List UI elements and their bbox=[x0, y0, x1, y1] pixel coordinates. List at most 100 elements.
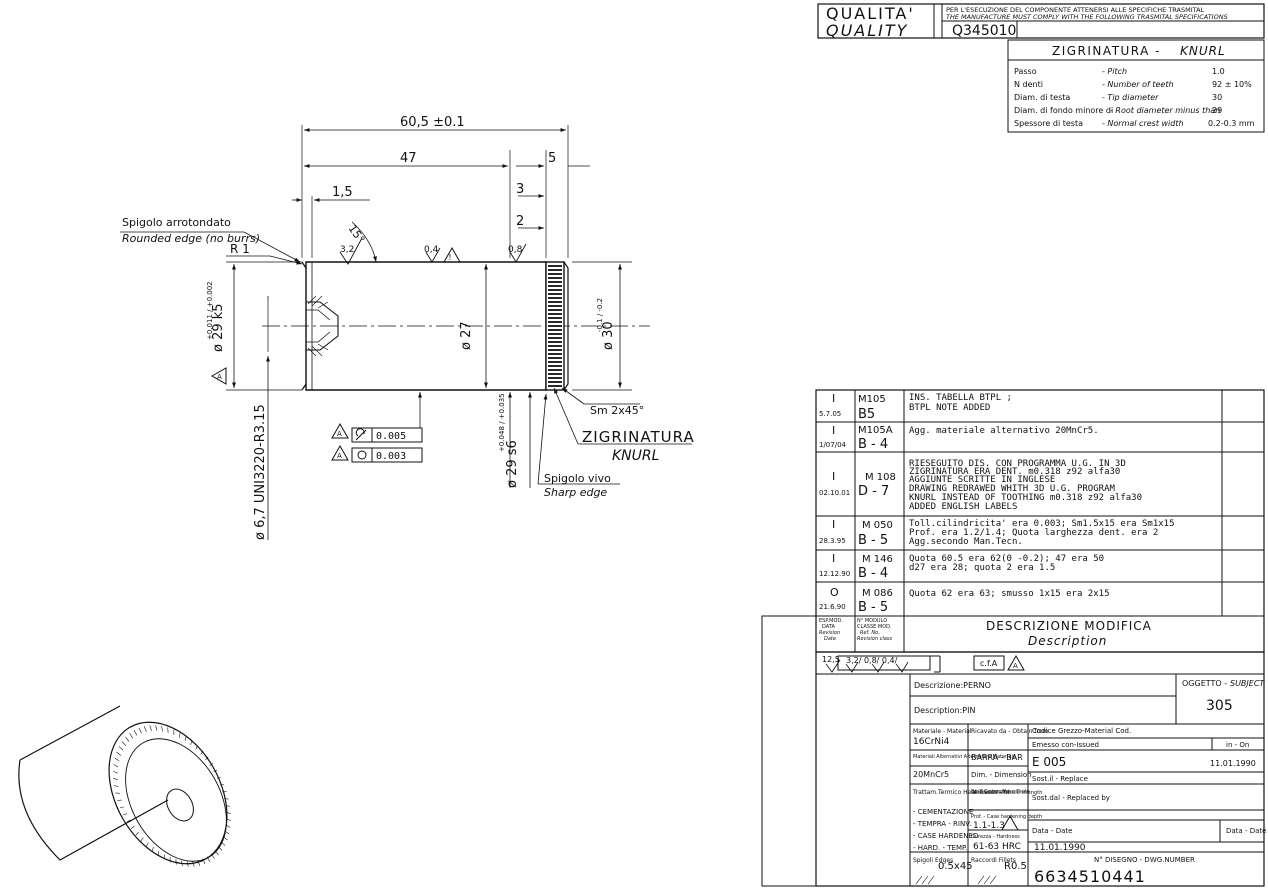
svg-text:in - On: in - On bbox=[1226, 741, 1249, 749]
dia-29-s6-tol: +0.048 / +0.035 bbox=[498, 393, 506, 452]
knurl-callout-en: KNURL bbox=[612, 448, 659, 464]
dia-30: ø 30 bbox=[601, 321, 616, 350]
warning-triangle-icon: A bbox=[1007, 654, 1025, 671]
dim-2: 2 bbox=[516, 214, 524, 229]
svg-text:0,4: 0,4 bbox=[424, 245, 439, 255]
fillets-value: R0.5 bbox=[1004, 861, 1027, 872]
svg-text:Durezza - Hardness: Durezza - Hardness bbox=[971, 834, 1020, 840]
knurl-callout-it: ZIGRINATURA bbox=[582, 428, 695, 446]
knurl-title-it: ZIGRINATURA - bbox=[1052, 44, 1161, 58]
date-value: 11.01.1990 bbox=[1034, 843, 1086, 853]
edge-label-en: Rounded edge (no burrs) bbox=[122, 232, 260, 245]
knurl-row-2-it: Diam. di testa bbox=[1014, 93, 1070, 102]
svg-text:Revision class: Revision class bbox=[857, 636, 893, 642]
revision-row: I 5.7.05 M105 B5 INS. TABELLA BTPL ; BTP… bbox=[819, 392, 1012, 422]
gdt-value-1: 0.005 bbox=[376, 431, 406, 442]
svg-text:M 050: M 050 bbox=[862, 520, 893, 531]
rough-general: 12,5 bbox=[822, 655, 840, 664]
datum-a-icon: A bbox=[210, 367, 227, 385]
svg-text:I: I bbox=[832, 470, 835, 483]
svg-text:KNURL INSTEAD OF TOOTHING m0.3: KNURL INSTEAD OF TOOTHING m0.318 z92 alf… bbox=[909, 493, 1142, 503]
subject-label-en: SUBJECT bbox=[1230, 679, 1265, 688]
svg-text:M105: M105 bbox=[858, 394, 886, 405]
svg-text:RIESEGUITO DIS. CON PROGRAMMA: RIESEGUITO DIS. CON PROGRAMMA U.G. IN 3D bbox=[909, 459, 1126, 469]
svg-text:Quota 60.5 era 62(0 -0.2); 47: Quota 60.5 era 62(0 -0.2); 47 era 50 bbox=[909, 554, 1104, 564]
svg-text:Spigoli Edges: Spigoli Edges bbox=[913, 857, 953, 864]
svg-text:- HARD. - TEMP.: - HARD. - TEMP. bbox=[913, 844, 967, 852]
svg-text:CLASSE MOD.: CLASSE MOD. bbox=[857, 624, 892, 630]
svg-text:M 108: M 108 bbox=[865, 472, 896, 483]
dim-r1: R 1 bbox=[230, 242, 250, 256]
svg-text:3,2: 3,2 bbox=[340, 245, 354, 255]
center-hole-label: ø 6,7 UNI3220-R3.15 bbox=[253, 404, 268, 540]
sharp-edge-it: Spigolo vivo bbox=[544, 472, 611, 485]
svg-text:12.12.90: 12.12.90 bbox=[819, 570, 850, 578]
revision-row: I 1/07/04 M105A B - 4 Agg. materiale alt… bbox=[819, 424, 1099, 452]
svg-text:Ricavato da - Obtain from: Ricavato da - Obtain from bbox=[971, 728, 1048, 735]
svg-text:- CASE HARDENED: - CASE HARDENED bbox=[913, 832, 978, 840]
svg-text:02.10.01: 02.10.01 bbox=[819, 489, 850, 497]
chamfer-label: Sm 2x45° bbox=[590, 404, 644, 417]
dim-15deg: 15° bbox=[346, 222, 368, 245]
svg-text:Resistenza - Tensile strength: Resistenza - Tensile strength bbox=[971, 790, 1042, 796]
drawing-number: 6634510441 bbox=[1034, 867, 1146, 886]
rev-desc-en: Description bbox=[1028, 634, 1107, 648]
dim-47: 47 bbox=[400, 151, 417, 166]
svg-text:BTPL NOTE ADDED: BTPL NOTE ADDED bbox=[909, 403, 990, 413]
quality-code: Q345010 bbox=[952, 23, 1016, 39]
svg-text:Data - Date: Data - Date bbox=[1032, 827, 1072, 835]
pin-drawing: 60,5 ±0.1 47 5 3 2 1,5 15° R 1 Spigolo a bbox=[120, 115, 695, 540]
svg-text:Data - Date: Data - Date bbox=[1226, 827, 1266, 835]
rough-list: 3,2/ 0,8/ 0,4/ bbox=[846, 656, 898, 665]
svg-text:I: I bbox=[832, 552, 835, 565]
svg-text:INS. TABELLA BTPL ;: INS. TABELLA BTPL ; bbox=[909, 393, 1012, 403]
svg-text:M 086: M 086 bbox=[862, 588, 893, 599]
svg-text:B - 5: B - 5 bbox=[858, 533, 888, 548]
warning-triangle-icon: ! bbox=[443, 246, 461, 263]
rev-desc-it: DESCRIZIONE MODIFICA bbox=[986, 619, 1152, 633]
svg-text:Prof. era 1.2/1.4; Quota largh: Prof. era 1.2/1.4; Quota larghezza dent.… bbox=[909, 528, 1158, 538]
svg-text:Raccordi Fillets: Raccordi Fillets bbox=[971, 857, 1016, 864]
knurl-row-4-val: 0.2-0.3 mm bbox=[1208, 119, 1255, 128]
svg-text:!: ! bbox=[448, 253, 451, 262]
dia-29-k5: ø 29 k5 bbox=[211, 303, 226, 352]
svg-text:28.3.95: 28.3.95 bbox=[819, 537, 846, 545]
svg-text:DATA: DATA bbox=[822, 624, 835, 630]
svg-text:Quota 62 era 63; smusso 1x15 e: Quota 62 era 63; smusso 1x15 era 2x15 bbox=[909, 589, 1109, 599]
svg-text:Toll.cilindricita' era 0.003;: Toll.cilindricita' era 0.003; Sm1.5x15 e… bbox=[909, 519, 1175, 529]
roughness-icon: 0,8 bbox=[508, 243, 527, 263]
svg-text:Codice Grezzo-Material Cod.: Codice Grezzo-Material Cod. bbox=[1032, 727, 1131, 735]
svg-text:B - 5: B - 5 bbox=[858, 600, 888, 615]
svg-text:- CEMENTAZIONE: - CEMENTAZIONE bbox=[913, 808, 973, 816]
svg-text:Dim. - Dimension: Dim. - Dimension bbox=[971, 771, 1032, 779]
edge-label-it: Spigolo arrotondato bbox=[122, 216, 231, 229]
subject-label-it: OGGETTO - bbox=[1182, 679, 1227, 688]
edges-value: 0.5x45 bbox=[938, 861, 973, 872]
svg-text:B - 4: B - 4 bbox=[858, 566, 888, 581]
revision-table: I 5.7.05 M105 B5 INS. TABELLA BTPL ; BTP… bbox=[815, 389, 1265, 653]
quality-note-en: THE MANUFACTURE MUST COMPLY WITH THE FOL… bbox=[946, 13, 1228, 21]
svg-text:Agg.secondo Man.Tecn.: Agg.secondo Man.Tecn. bbox=[909, 537, 1023, 547]
svg-text:B - 4: B - 4 bbox=[858, 437, 888, 452]
svg-text:O: O bbox=[830, 586, 839, 599]
knurl-row-3-it: Diam. di fondo minore di bbox=[1014, 106, 1113, 115]
quality-box: QUALITA' QUALITY PER L'ESECUZIONE DEL CO… bbox=[817, 3, 1265, 40]
svg-text:Date: Date bbox=[824, 636, 836, 642]
issued-code: E 005 bbox=[1032, 755, 1066, 769]
svg-text:Ref. No.: Ref. No. bbox=[860, 630, 880, 636]
gdt-roundness: A 0.003 bbox=[331, 444, 423, 463]
dim-3: 3 bbox=[516, 182, 524, 197]
svg-text:A: A bbox=[337, 452, 342, 460]
dim-1-5: 1,5 bbox=[332, 185, 353, 200]
svg-text:Materiali Alternativi Alternat: Materiali Alternativi Alternative Materi… bbox=[913, 754, 1016, 760]
subject-value: 305 bbox=[1206, 698, 1233, 714]
svg-text:5.7.05: 5.7.05 bbox=[819, 410, 841, 418]
svg-text:A: A bbox=[337, 430, 342, 438]
svg-text:Revision: Revision bbox=[819, 630, 840, 636]
knurl-row-1-val: 92 ± 10% bbox=[1212, 80, 1252, 89]
hardness-value: 61-63 HRC bbox=[973, 842, 1021, 852]
svg-text:1/07/04: 1/07/04 bbox=[819, 441, 847, 449]
svg-text:M105A: M105A bbox=[858, 425, 893, 436]
quality-label-en: QUALITY bbox=[826, 21, 908, 40]
revision-row: O 21.6.90 M 086 B - 5 Quota 62 era 63; s… bbox=[819, 586, 1109, 615]
